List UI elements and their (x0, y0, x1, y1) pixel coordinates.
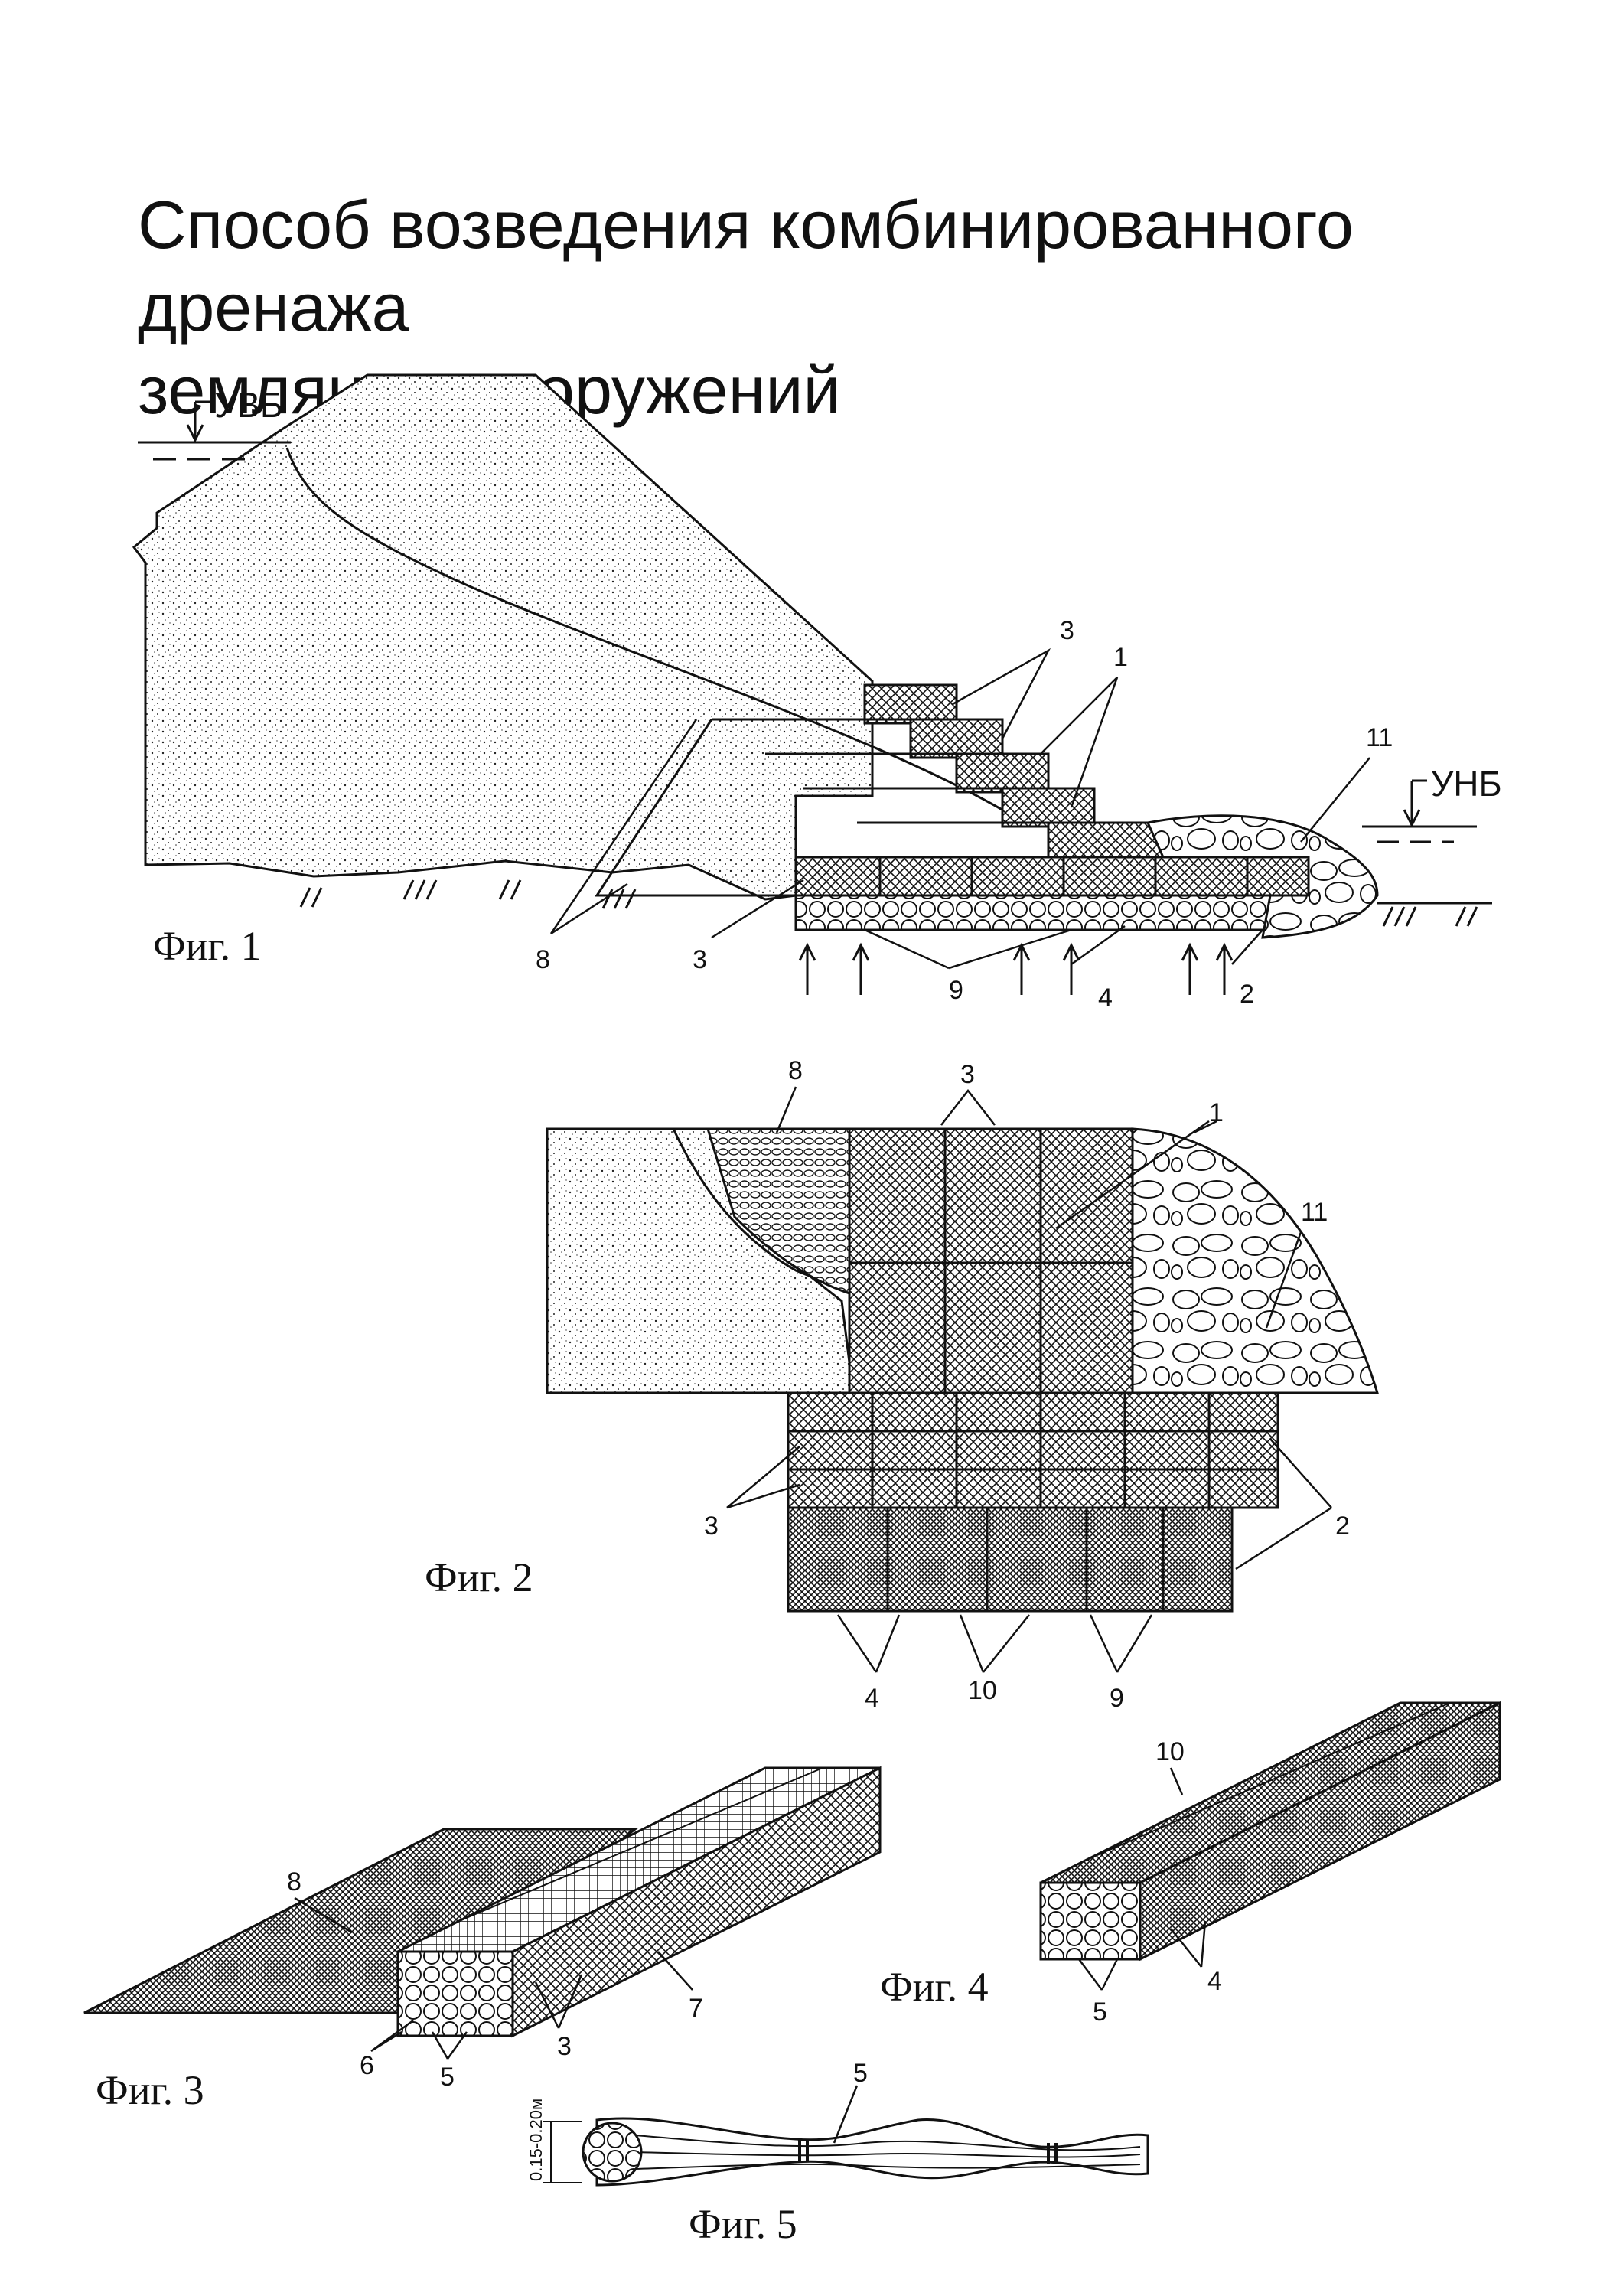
fig2-filter-column (706, 1127, 851, 1296)
fig1-callout: 1 (1113, 643, 1128, 672)
fig1-step-block (1001, 787, 1096, 828)
fig1-upstream-marker (186, 400, 210, 443)
fig1-downstream-marker (1403, 779, 1427, 828)
fig2-callout: 11 (1301, 1198, 1328, 1227)
fig4-callout: 5 (1093, 1998, 1107, 2027)
fig2-callout: 10 (968, 1676, 997, 1705)
fig2-callout: 8 (788, 1056, 803, 1085)
fig1-bundle-row (794, 894, 1272, 931)
fig3-geotextile-sheet (83, 1828, 639, 2014)
fig1-gabion-row (794, 856, 1310, 897)
fig1-callout: 2 (1240, 980, 1254, 1009)
fig2-callout: 3 (960, 1060, 975, 1089)
fig4-label: Фиг. 4 (880, 1964, 989, 2010)
fig5-label: Фиг. 5 (689, 2201, 797, 2247)
fig5-bundle-rods (634, 2135, 1141, 2170)
fig2-bundle-layer (787, 1506, 1234, 1613)
figure-2: 8 3 1 11 3 2 4 10 9 (546, 1056, 1380, 1713)
fig3-gabion-front (396, 1950, 514, 2037)
fig1-uplift-arrows (798, 942, 1234, 995)
fig5-leader-line (833, 2085, 859, 2144)
figure-3: 8 7 3 6 5 (83, 1766, 882, 2092)
fig2-soil-curve (672, 1128, 854, 1295)
fig5-ties (798, 2139, 1058, 2164)
page-title: Способ возведения комбинированного дрена… (138, 184, 1592, 432)
fig3-callout: 6 (360, 2051, 374, 2080)
fig2-leader-lines (726, 1086, 1332, 1673)
fig1-callout: 3 (1060, 616, 1074, 645)
fig1-dam-body (132, 373, 874, 901)
figure-1: УВБ УНБ (132, 373, 1502, 1013)
fig1-step-block (909, 718, 1004, 759)
fig5-dimension: 0.15-0.20м (526, 2099, 546, 2181)
fig5-dimension-line (543, 2121, 582, 2183)
fig1-callout: 11 (1366, 723, 1393, 752)
fig3-callout: 3 (557, 2032, 572, 2061)
fig4-inner-divider (1086, 1702, 1451, 1861)
fig1-step-block (1047, 821, 1165, 863)
fig2-callout: 9 (1110, 1684, 1124, 1713)
fig1-downstream-label: УНБ (1431, 764, 1502, 804)
fig4-bundle-front (1039, 1881, 1142, 1961)
fig1-callout: 9 (949, 976, 963, 1005)
fig2-callout: 2 (1335, 1512, 1350, 1541)
fig3-callout: 7 (689, 1994, 703, 2023)
fig4-callout: 10 (1155, 1737, 1185, 1766)
fig3-callout: 8 (287, 1867, 301, 1896)
fig1-callout: 8 (536, 945, 550, 974)
fig1-filter-wedge (595, 719, 796, 897)
fig1-ground-hatch (299, 879, 1478, 927)
fig1-label: Фиг. 1 (153, 923, 262, 969)
fig2-callout: 1 (1209, 1098, 1224, 1127)
fig2-horizontal-gabions (787, 1391, 1279, 1509)
fig1-callout: 3 (693, 945, 707, 974)
fig4-callout: 4 (1207, 1967, 1222, 1996)
fig3-inner-divider (458, 1767, 823, 1922)
fig5-bundle-end (582, 2122, 643, 2183)
fig2-label: Фиг. 2 (425, 1554, 533, 1600)
fig3-label: Фиг. 3 (96, 2067, 204, 2113)
fig1-step-block (955, 752, 1050, 794)
fig1-upstream-label: УВБ (214, 385, 283, 425)
fig2-callout: 3 (704, 1512, 719, 1541)
fig1-callout: 4 (1098, 983, 1113, 1013)
figure-5: 0.15-0.20м 5 (526, 2059, 1149, 2187)
fig2-vertical-gabions (848, 1127, 1134, 1394)
fig2-rock-fill (1131, 1127, 1380, 1394)
fig3-callout: 5 (440, 2063, 455, 2092)
fig5-callout: 5 (853, 2059, 868, 2088)
fig1-step-block (863, 683, 958, 725)
fig4-leader-lines (1078, 1767, 1207, 1991)
fig2-callout: 4 (865, 1684, 879, 1713)
fig1-rock-toe (1146, 814, 1379, 939)
fig1-filter-steps (712, 718, 1050, 863)
fig1-leader-lines (549, 647, 1370, 970)
fig3-leader-lines (294, 1896, 693, 2060)
figure-4: 10 4 5 (1039, 1701, 1501, 2027)
title-line-1: Способ возведения комбинированного дрена… (138, 187, 1354, 345)
fig5-fascine-bundle (595, 2117, 1149, 2187)
